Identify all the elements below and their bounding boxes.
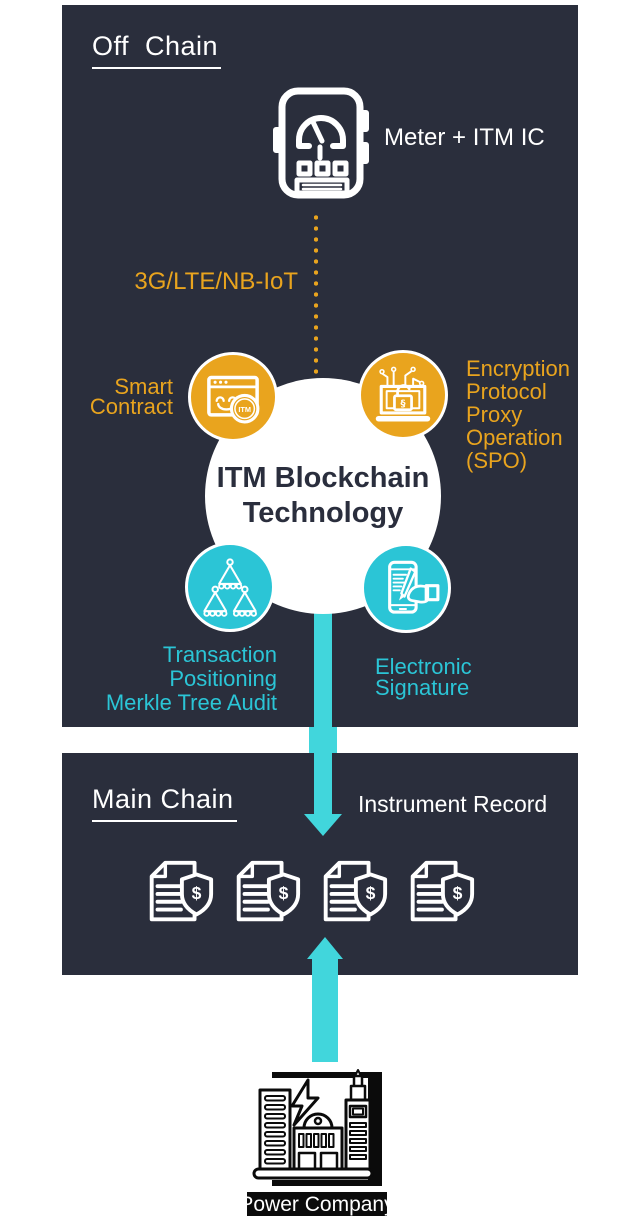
svg-text:$: $: [453, 883, 463, 903]
main-chain-title: Main Chain: [92, 784, 237, 822]
itm-coin-text: ITM: [238, 405, 251, 414]
instrument-documents-row: $ $ $ $: [140, 852, 480, 932]
down-arrow-head-icon: [304, 814, 342, 836]
down-arrow-connector: [309, 727, 337, 753]
document-shield-dollar-icon: $: [323, 860, 388, 922]
blockchain-title-line2: Technology: [242, 497, 404, 529]
instrument-record-label: Instrument Record: [358, 791, 548, 817]
off-chain-title: Off Chain: [92, 31, 222, 69]
document-shield-dollar-icon: $: [149, 860, 214, 922]
svg-text:$: $: [279, 883, 289, 903]
smart-meter-icon: [272, 86, 370, 205]
merkle-tree-icon: [203, 558, 257, 617]
network-dotted-line: [314, 212, 318, 380]
up-arrow-head-icon: [307, 937, 343, 959]
document-shield-dollar-icon: $: [236, 860, 301, 922]
smart-contract-node: ITM: [188, 352, 278, 442]
electronic-signature-label: Electronic Signature: [375, 654, 472, 700]
spo-label: Encryption Protocol Proxy Operation (SPO…: [466, 356, 570, 473]
meter-label: Meter + ITM IC: [384, 124, 545, 151]
network-label: 3G/LTE/NB-IoT: [134, 268, 298, 295]
merkle-label: Transaction Positioning Merkle Tree Audi…: [105, 642, 277, 715]
power-company-label: Power Company: [239, 1193, 395, 1216]
lock-symbol-text: §: [400, 399, 406, 410]
down-arrow-bar: [314, 611, 332, 815]
electronic-signature-node: [361, 543, 451, 633]
browser-smiley-itm-coin-icon: ITM: [207, 375, 260, 424]
svg-text:$: $: [366, 883, 376, 903]
laptop-open-lock-circuit-icon: §: [375, 366, 431, 422]
power-company-label-bar: [247, 1192, 387, 1216]
svg-text:$: $: [192, 883, 202, 903]
phone-signing-hand-icon: [388, 560, 440, 614]
smart-contract-label: Smart Contract: [89, 374, 173, 419]
document-shield-dollar-icon: $: [410, 860, 475, 922]
power-plant-icon: [252, 1068, 378, 1185]
up-arrow-bar: [312, 958, 338, 1062]
spo-node: §: [358, 350, 448, 440]
blockchain-title-line1: ITM Blockchain: [216, 462, 430, 494]
merkle-node: [185, 542, 275, 632]
